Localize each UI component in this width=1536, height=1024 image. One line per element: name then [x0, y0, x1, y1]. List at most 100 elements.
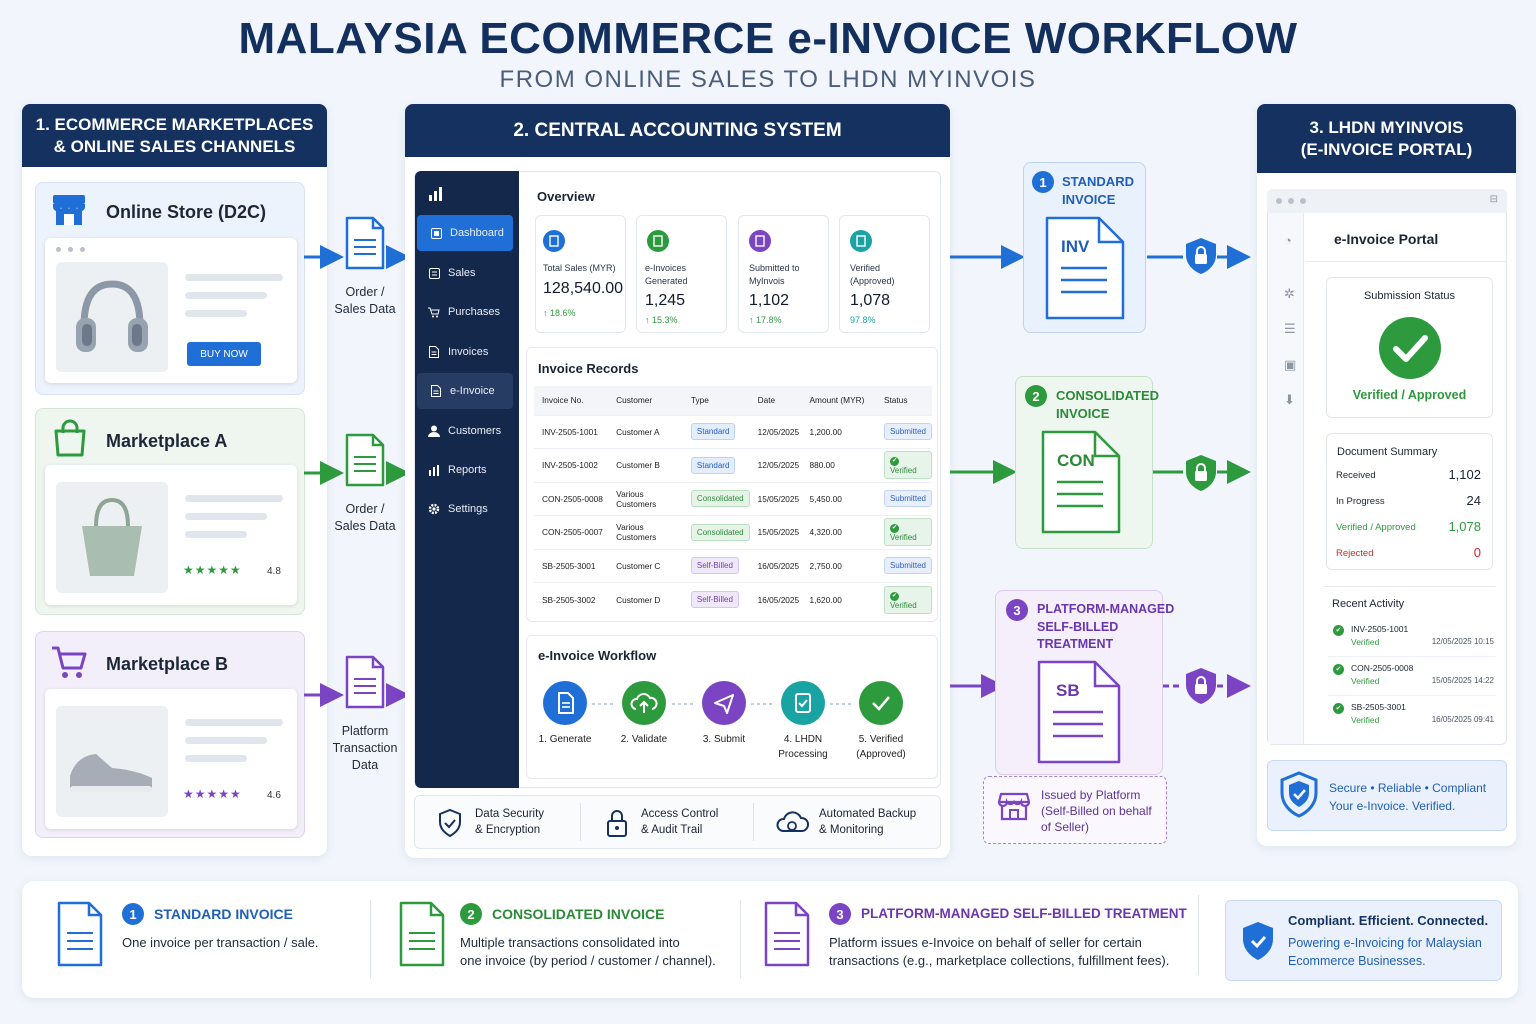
activity-time: 16/05/2025 09:41: [1431, 715, 1494, 724]
channel-card-online-store[interactable]: Online Store (D2C) BUY NOW: [35, 182, 305, 395]
document-icon: [764, 901, 810, 967]
type-badge: Consolidated: [690, 490, 750, 508]
user-icon: [428, 425, 440, 437]
headphones-image: [56, 262, 168, 372]
customer-cell: Customer B: [608, 448, 683, 482]
activity-id: INV-2505-1001: [1351, 624, 1409, 634]
activity-status: Verified: [1351, 715, 1380, 725]
channel-name: Marketplace B: [106, 654, 229, 674]
lock-icon: [605, 808, 629, 838]
tote-bag-image: [56, 482, 168, 593]
legend-number-badge: 2: [460, 903, 482, 925]
list-icon[interactable]: ☰: [1284, 321, 1296, 336]
paper-plane-icon: [702, 681, 746, 725]
check-icon: [859, 681, 903, 725]
sidebar-item-purchases[interactable]: Purchases: [415, 294, 515, 330]
portal-titlebar: ⊟: [1267, 189, 1507, 213]
sidebar-item-sales[interactable]: Sales: [415, 255, 515, 291]
sidebar-item-invoices[interactable]: Invoices: [415, 334, 515, 370]
status-cell: Submitted: [875, 414, 932, 449]
footer-data-security: Data Security& Encryption: [437, 797, 544, 849]
security-footer: [414, 795, 941, 849]
type-cell: Consolidated: [682, 481, 750, 516]
dashboard-icon: [430, 227, 442, 239]
status-badge: ✔ Verified: [883, 585, 932, 614]
window-close-icon[interactable]: ⊟: [1489, 194, 1498, 205]
rating-value: 4.8: [267, 566, 281, 577]
invoice-document-icon: [1045, 216, 1125, 320]
download-icon[interactable]: ⬇: [1284, 392, 1295, 407]
invoice-number-cell: SB-2505-3001: [534, 548, 609, 583]
doc-code: CON: [1057, 451, 1095, 470]
sidebar-item-dashboard[interactable]: Dashboard: [417, 215, 513, 251]
check-circle-icon: ✔: [1333, 625, 1344, 636]
shopping-bag-icon: [52, 419, 88, 457]
sidebar-item-reports[interactable]: Reports: [415, 452, 515, 488]
product-preview: ★★★★★ 4.6: [45, 689, 297, 829]
product-preview: BUY NOW: [45, 238, 297, 383]
invoice-table: Invoice No. Customer Type Date Amount (M…: [534, 386, 932, 616]
document-icon: [345, 216, 385, 270]
network-icon[interactable]: ✲: [1284, 286, 1295, 301]
sidebar-item-settings[interactable]: Settings: [415, 491, 515, 527]
status-cell: ✔ Verified: [875, 582, 932, 616]
customer-cell: Customer A: [608, 414, 683, 449]
check-circle-icon: ✔: [1333, 703, 1344, 714]
sales-icon: [428, 267, 440, 279]
type-badge: Consolidated: [690, 523, 750, 541]
workflow-card: [526, 635, 938, 779]
activity-id: CON-2505-0008: [1351, 663, 1414, 673]
e-invoice-icon: [647, 230, 669, 252]
kpi-verified: Verified(Approved) 1,078 97.8%: [839, 215, 930, 333]
activity-time: 12/05/2025 10:15: [1431, 637, 1494, 646]
buy-now-button[interactable]: BUY NOW: [187, 342, 261, 366]
sidebar-item-e-invoice[interactable]: e-Invoice: [417, 373, 513, 409]
status-badge: ✔ Verified: [883, 518, 932, 547]
amount-cell: 5,450.00: [801, 481, 876, 516]
document-icon[interactable]: ▣: [1284, 357, 1297, 372]
doc-code: SB: [1056, 681, 1080, 700]
accounting-header: 2. CENTRAL ACCOUNTING SYSTEM: [405, 104, 950, 157]
date-cell: 16/05/2025: [749, 582, 802, 616]
invoice-document-icon: [1037, 660, 1121, 764]
status-cell: ✔ Verified: [875, 448, 932, 482]
channel-card-marketplace-a[interactable]: Marketplace A ★★★★★ 4.8: [35, 408, 305, 615]
page-title: MALAYSIA ECOMMERCE e-INVOICE WORKFLOW: [238, 14, 1298, 63]
step-number-badge: 2: [1025, 385, 1047, 407]
kpi-delta: ↑ 17.8%: [749, 315, 782, 325]
sidebar-item-customers[interactable]: Customers: [415, 413, 515, 449]
kpi-value: 128,540.00: [543, 280, 624, 297]
home-icon[interactable]: ◔: [1284, 233, 1292, 248]
rating-stars: ★★★★★: [183, 787, 242, 801]
channels-header-line1: 1. ECOMMERCE MARKETPLACES: [35, 115, 314, 135]
cloud-icon: [775, 809, 809, 837]
shopping-cart-icon: [50, 644, 88, 680]
customer-cell: Various Customers: [608, 481, 683, 516]
channel-card-marketplace-b[interactable]: Marketplace B ★★★★★ 4.6: [35, 631, 305, 838]
portal-window: [1267, 189, 1507, 745]
kpi-total-sales: Total Sales (MYR) 128,540.00 ↑ 18.6%: [535, 215, 626, 333]
channels-header-line2: & ONLINE SALES CHANNELS: [53, 136, 296, 156]
document-icon: [543, 681, 587, 725]
product-preview: ★★★★★ 4.8: [45, 465, 297, 605]
legend-desc-standard: One invoice per transaction / sale.: [122, 935, 319, 950]
app-sidebar: Dashboard Sales Purchases Invoices e-Inv…: [415, 171, 519, 788]
gear-icon: [428, 503, 440, 515]
date-cell: 12/05/2025: [749, 414, 802, 449]
legend-desc-self-billed: Platform issues e-Invoice on behalf of s…: [829, 935, 1170, 968]
cloud-upload-icon: [622, 681, 666, 725]
cart-icon: [428, 306, 440, 318]
